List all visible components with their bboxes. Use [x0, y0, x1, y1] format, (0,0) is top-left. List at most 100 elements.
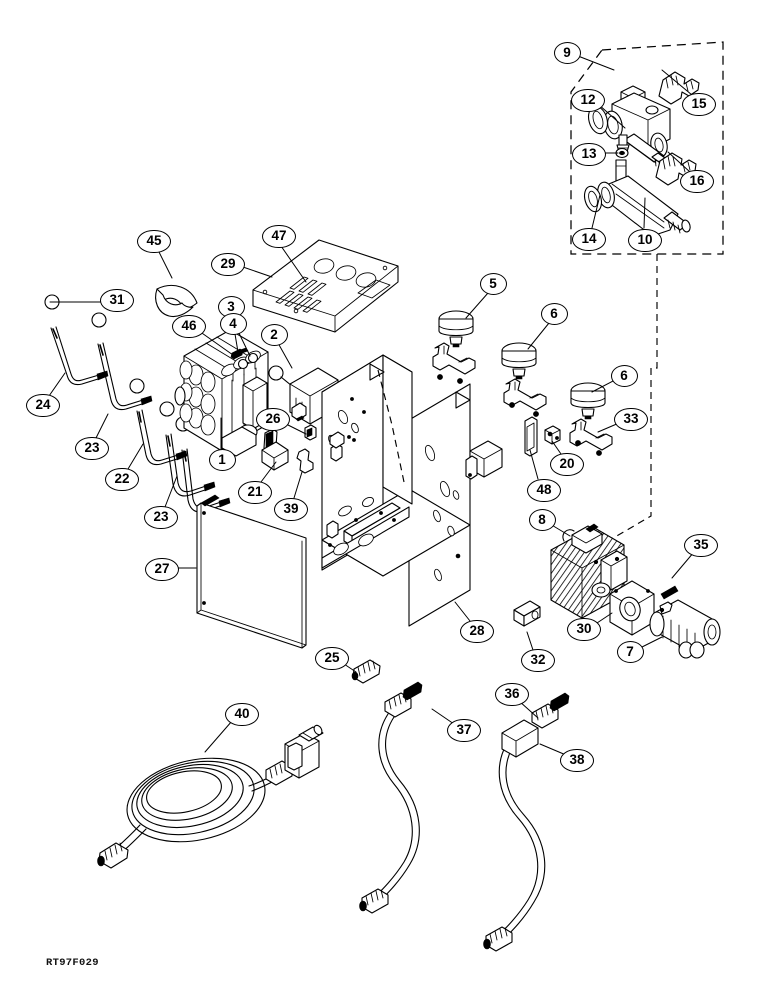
callout-balloon-15[interactable]: 15	[682, 92, 716, 116]
callout-balloon-23a[interactable]: 23	[75, 436, 109, 460]
bracket-for-part-6a	[503, 378, 547, 411]
callout-balloon-6b[interactable]: 6	[610, 365, 638, 387]
callout-balloon-45[interactable]: 45	[137, 229, 171, 253]
leader-line-22	[127, 443, 144, 470]
callout-balloon-31[interactable]: 31	[100, 288, 134, 312]
callout-balloon-12[interactable]: 12	[571, 88, 605, 112]
callout-balloon-8[interactable]: 8	[528, 509, 556, 531]
callout-balloon-46[interactable]: 46	[172, 314, 206, 338]
leader-line-12	[597, 103, 626, 129]
callout-balloon-9[interactable]: 9	[553, 42, 581, 64]
callout-balloon-14[interactable]: 14	[572, 227, 606, 251]
callout-balloon-13[interactable]: 13	[572, 142, 606, 166]
leader-line-14	[591, 194, 601, 229]
part-1-control-valve	[174, 329, 269, 457]
callout-balloon-21[interactable]: 21	[238, 480, 272, 504]
leader-line-23	[164, 475, 178, 508]
callout-balloon-29[interactable]: 29	[211, 252, 245, 276]
callout-balloon-47[interactable]: 47	[262, 224, 296, 248]
part-13-seal	[615, 147, 629, 159]
part-7-motor	[649, 599, 721, 659]
detail-box-outline	[570, 41, 724, 255]
leader-line-32	[526, 631, 534, 651]
part-21-handle	[261, 428, 289, 471]
leader-line-10	[643, 197, 646, 229]
drawing-number: RT97F029	[46, 957, 99, 969]
leader-line-6	[591, 379, 616, 393]
callout-balloon-27[interactable]: 27	[145, 557, 179, 581]
leader-line-28	[454, 601, 471, 622]
part-27-cover-panel	[196, 494, 307, 649]
part-38-hose	[483, 692, 570, 952]
callout-balloon-32[interactable]: 32	[521, 648, 555, 672]
leader-line-37	[431, 708, 455, 725]
callout-balloon-40[interactable]: 40	[225, 702, 259, 726]
leader-line-24	[48, 372, 66, 397]
callout-balloon-39[interactable]: 39	[274, 497, 308, 521]
callout-balloon-4[interactable]: 4	[219, 313, 247, 335]
leader-line-6	[527, 322, 550, 350]
part-35-pin	[660, 585, 679, 600]
callout-balloon-38[interactable]: 38	[560, 748, 594, 772]
callout-balloon-37[interactable]: 37	[447, 718, 481, 742]
callout-balloon-36[interactable]: 36	[495, 682, 529, 706]
leader-line-2	[277, 342, 293, 369]
callout-balloon-10[interactable]: 10	[628, 228, 662, 252]
leader-line-20	[551, 440, 562, 455]
callout-balloon-16[interactable]: 16	[680, 169, 714, 193]
callout-balloon-1[interactable]: 1	[208, 449, 236, 471]
leader-line-35	[671, 551, 695, 579]
part-5-solenoid	[438, 310, 474, 348]
leader-line-38	[539, 743, 567, 756]
part-30-adapter	[609, 580, 655, 636]
callout-balloon-48[interactable]: 48	[527, 478, 561, 502]
callout-balloon-23b[interactable]: 23	[144, 505, 178, 529]
part-28-frame	[321, 354, 503, 627]
callout-balloon-33[interactable]: 33	[614, 407, 648, 431]
callout-balloon-5[interactable]: 5	[479, 273, 507, 295]
callout-balloon-30[interactable]: 30	[567, 617, 601, 641]
callout-balloon-2[interactable]: 2	[260, 324, 288, 346]
leader-line-4	[237, 330, 251, 357]
leader-line-16	[667, 151, 691, 173]
leader-line-45	[157, 249, 173, 279]
callout-balloon-6a[interactable]: 6	[540, 303, 568, 325]
leader-line-46	[198, 330, 234, 356]
callout-balloon-7[interactable]: 7	[616, 641, 644, 663]
callout-balloon-22[interactable]: 22	[105, 467, 139, 491]
callout-balloon-26[interactable]: 26	[256, 407, 290, 431]
callout-balloon-24[interactable]: 24	[26, 393, 60, 417]
part-12-oring	[587, 105, 609, 135]
leader-line-15	[661, 69, 693, 96]
callout-balloon-20[interactable]: 20	[550, 452, 584, 476]
part-47-control-panel	[252, 239, 399, 333]
leader-line-48	[529, 449, 539, 480]
part-37-hose	[359, 681, 423, 914]
part-32-sleeve	[513, 600, 541, 627]
leader-line-5	[465, 292, 489, 319]
bracket-for-part-5	[432, 342, 476, 375]
part-6b-solenoid	[570, 382, 606, 420]
part-40-coiled-hose	[97, 724, 324, 869]
leader-line-29	[239, 265, 273, 278]
part-25-fitting	[351, 659, 381, 684]
part-45-shield	[155, 285, 198, 318]
callout-balloon-28[interactable]: 28	[460, 619, 494, 643]
leader-line-40	[204, 720, 233, 753]
callout-balloon-35[interactable]: 35	[684, 533, 718, 557]
leader-line-7	[639, 636, 663, 649]
part-48-plate	[524, 416, 538, 457]
part-10-valve-body	[597, 159, 691, 237]
leader-line-23	[95, 413, 109, 439]
part-6a-solenoid	[501, 342, 537, 380]
leader-line-9	[577, 55, 615, 71]
leader-line-47	[280, 245, 307, 283]
part-20-fitting	[544, 425, 561, 445]
part-8-pump	[550, 523, 628, 619]
part-33-bracket	[569, 418, 613, 451]
leader-line-39	[293, 471, 303, 499]
callout-balloon-25[interactable]: 25	[315, 646, 349, 670]
part-26-clip	[304, 424, 317, 441]
